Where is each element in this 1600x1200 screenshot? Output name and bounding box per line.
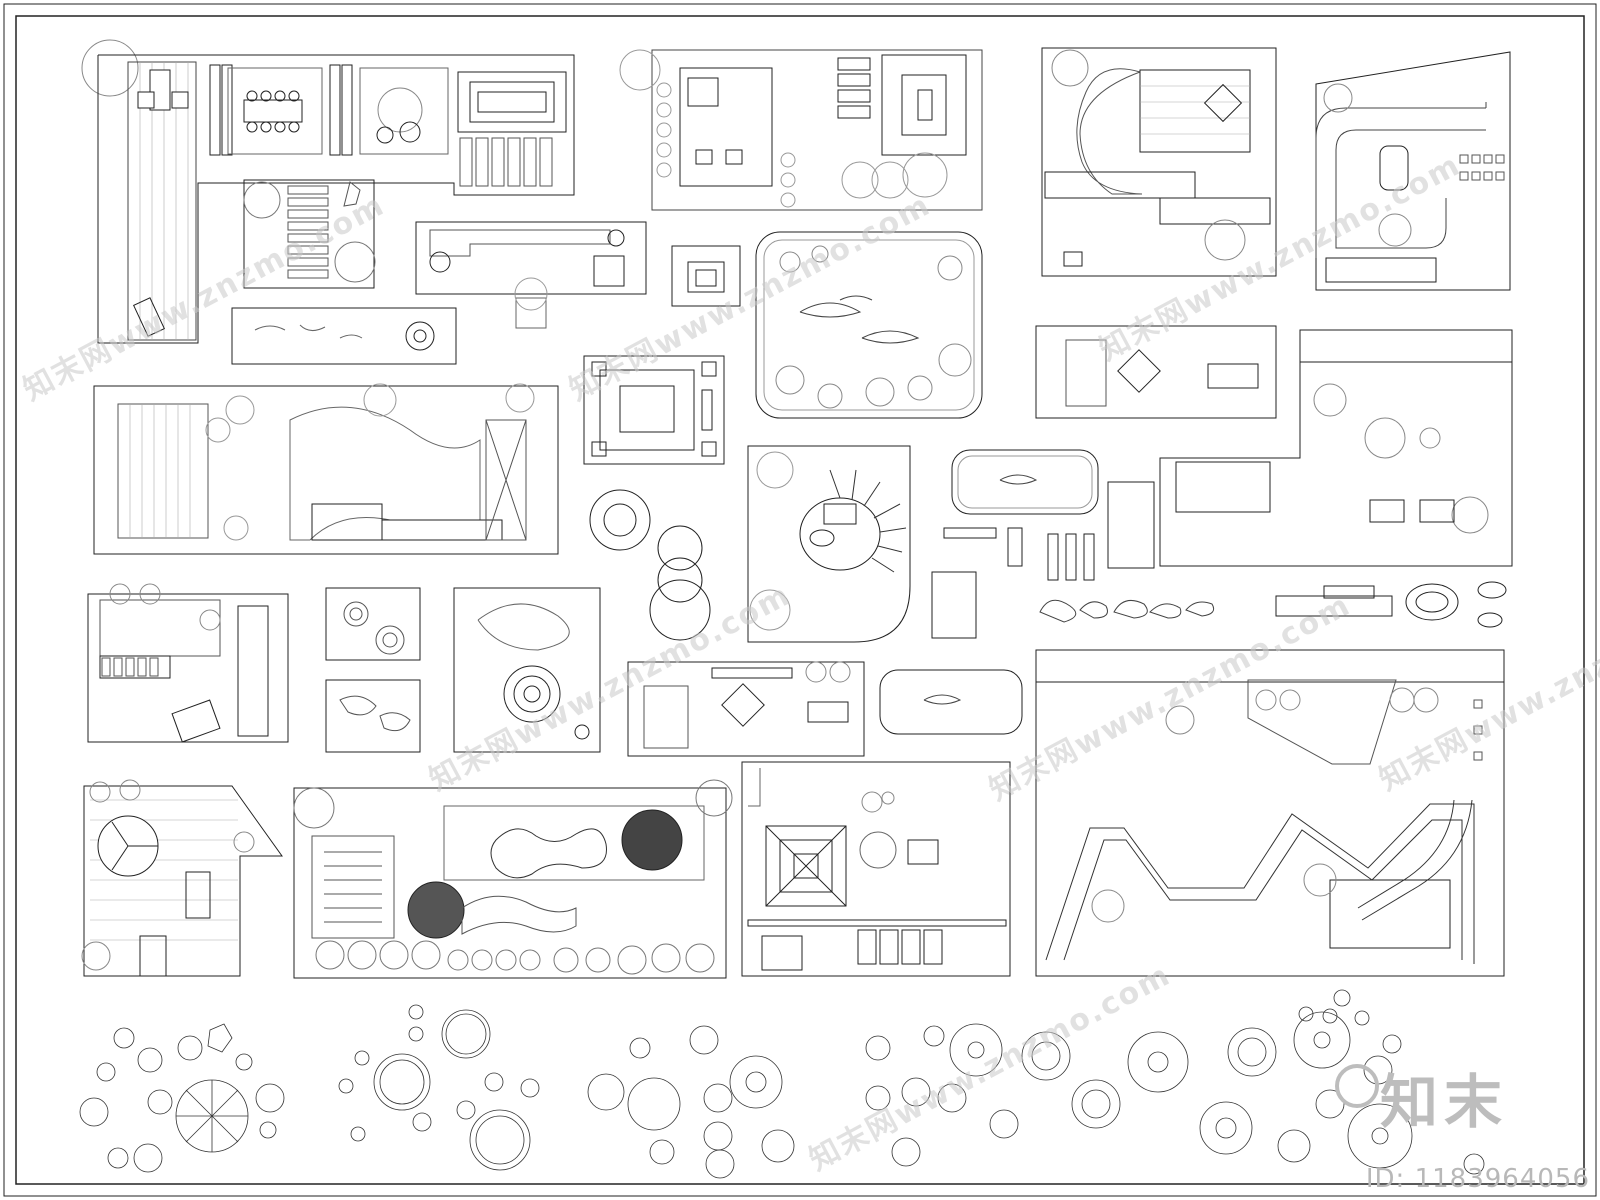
pyramid-roof-plan	[741, 761, 1011, 977]
sheet-inner-frame	[15, 15, 1585, 1185]
wedge-deck-plan	[81, 779, 283, 977]
sheet-outer-frame	[3, 3, 1597, 1197]
zigzag-walkway-plan	[1035, 649, 1505, 977]
rooftop-terrace-plan	[1035, 325, 1513, 567]
l-shaped-courtyard-plan	[81, 39, 575, 365]
image-id-label: ID: 1183964056	[1365, 1164, 1590, 1194]
deck-lounge-plan	[627, 661, 1023, 757]
brand-logo-icon	[1335, 1064, 1379, 1108]
plan-tree-symbol-library	[79, 989, 1485, 1179]
curved-path-deck-plan	[1041, 47, 1277, 277]
square-fountain-plan	[583, 355, 725, 465]
wave-path-garden-plan	[293, 779, 733, 979]
rock-cluster-row	[1039, 581, 1507, 628]
small-garden-plan	[87, 583, 289, 743]
round-planter-symbols	[589, 489, 711, 641]
radial-pergola-plan	[747, 445, 911, 643]
small-koi-pool	[931, 449, 1155, 639]
rounded-terrace-plan	[1315, 51, 1511, 291]
large-courtyard-rockery-plan	[93, 383, 559, 555]
brand-logo-text: 知末	[1380, 1068, 1509, 1136]
koi-pond-plan	[755, 231, 983, 419]
pavilion-courtyard-plan	[619, 49, 983, 211]
zen-garden-tile-plan	[325, 587, 421, 753]
circular-garden-plan	[453, 587, 601, 753]
pond-garden-plan	[415, 221, 741, 329]
